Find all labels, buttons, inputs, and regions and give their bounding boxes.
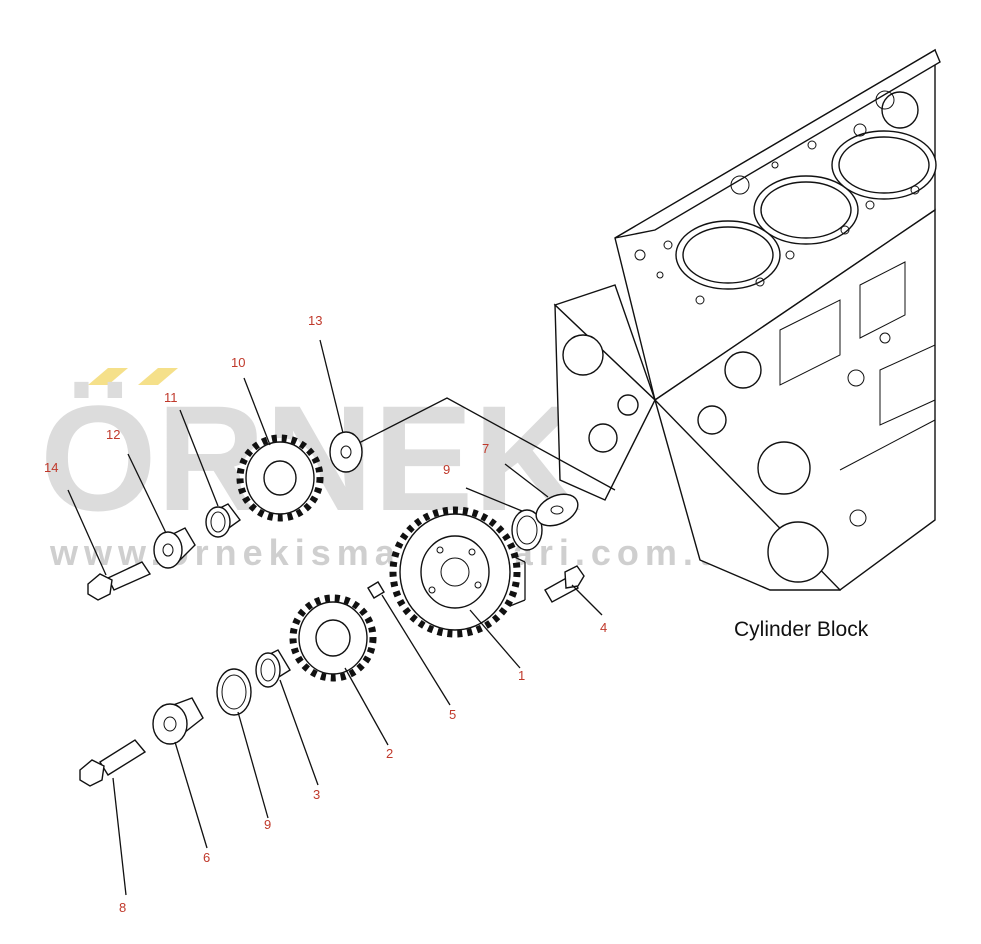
callout-11: 11 [164, 390, 178, 405]
callout-4: 4 [600, 620, 607, 635]
part-8-bolt [79, 739, 147, 787]
side-plug-2 [849, 509, 867, 527]
part-10-gear [236, 434, 324, 522]
callout-5: 5 [449, 707, 456, 722]
part-7-washer [535, 493, 579, 527]
side-panel-3 [879, 344, 936, 426]
part-6-hub [152, 697, 204, 745]
cylinder-bore-4-partial [881, 91, 919, 129]
part-11-bushing [205, 503, 241, 538]
part-14-bolt [87, 561, 152, 601]
part-1-gear [389, 506, 521, 638]
callout-2: 2 [386, 746, 393, 761]
front-bore-right [757, 441, 811, 495]
side-rib [839, 419, 936, 471]
cylinder-block [553, 48, 941, 591]
front-boss [697, 405, 727, 435]
callout-9-lower: 9 [264, 817, 271, 832]
callout-12: 12 [106, 427, 120, 442]
block-top-edge [614, 48, 941, 239]
cylinder-block-label: Cylinder Block [734, 618, 869, 641]
callout-14: 14 [44, 460, 58, 475]
watermark-accent-left [88, 368, 128, 385]
cylinder-bore-1-inner [682, 226, 774, 284]
front-bore-lower [767, 521, 829, 583]
idler-boss [617, 394, 639, 416]
callout-6: 6 [203, 850, 210, 865]
callout-3: 3 [313, 787, 320, 802]
leader-lines [67, 339, 603, 896]
part-12-hub [153, 527, 196, 569]
callout-7: 7 [482, 441, 489, 456]
block-side [653, 208, 936, 591]
part-2-gear [289, 594, 377, 682]
side-plug-3 [879, 332, 891, 344]
part-4-bolt [544, 565, 585, 603]
cylinder-bore-3-inner [838, 136, 930, 194]
side-panel-1 [779, 299, 841, 386]
part-3-bushing [255, 649, 291, 688]
part-5-pin [367, 581, 385, 599]
callout-8: 8 [119, 900, 126, 915]
part-13-washer [329, 431, 363, 473]
deck-holes [634, 90, 920, 305]
front-bore-upper [562, 334, 604, 376]
part-9-washer-upper [511, 509, 543, 551]
callout-1: 1 [518, 668, 525, 683]
side-panel-2 [859, 261, 906, 339]
callout-13: 13 [308, 313, 322, 328]
side-plug-1 [847, 369, 865, 387]
callout-10: 10 [231, 355, 245, 370]
front-bore-left [588, 423, 618, 453]
callout-9-upper: 9 [443, 462, 450, 477]
callouts: 1 2 3 4 5 6 7 8 9 9 10 11 12 13 14 [44, 313, 607, 915]
watermark-accent-right [138, 368, 178, 385]
cylinder-bore-2-inner [760, 181, 852, 239]
front-bore-mid [724, 351, 762, 389]
part-9-washer-lower [216, 668, 252, 716]
